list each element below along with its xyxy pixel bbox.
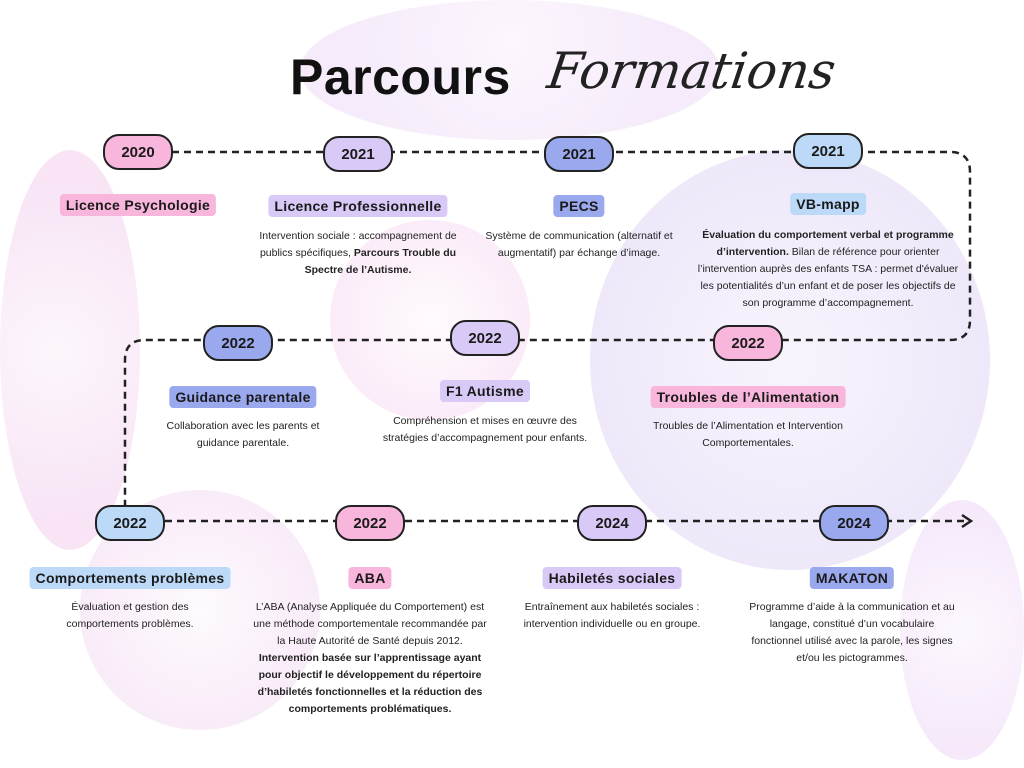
training-description: Évaluation du comportement verbal et pro… (693, 227, 963, 312)
year-badge: 2022 (450, 320, 520, 356)
training-description: Programme d’aide à la communication et a… (745, 599, 960, 667)
description-bold-text: Évaluation du comportement verbal et pro… (702, 229, 954, 258)
year-badge: 2020 (103, 134, 173, 170)
training-title: Comportements problèmes (29, 567, 231, 589)
year-badge: 2022 (335, 505, 405, 541)
training-title: Licence Psychologie (59, 194, 217, 216)
training-description: L’ABA (Analyse Appliquée du Comportement… (253, 599, 488, 718)
training-title: Troubles de l’Alimentation (650, 386, 846, 408)
training-title: PECS (553, 195, 605, 217)
training-description: Compréhension et mises en œuvre des stra… (378, 413, 593, 447)
training-description: Intervention sociale : accompagnement de… (258, 228, 458, 279)
year-badge: 2021 (323, 136, 393, 172)
year-badge: 2024 (577, 505, 647, 541)
year-badge: 2022 (713, 325, 783, 361)
training-title: ABA (348, 567, 392, 589)
year-badge: 2022 (95, 505, 165, 541)
year-badge: 2021 (544, 136, 614, 172)
training-title: Licence Professionnelle (268, 195, 448, 217)
description-text: Programme d’aide à la communication et a… (749, 601, 955, 664)
training-description: Système de communication (alternatif et … (472, 228, 687, 262)
year-badge: 2021 (793, 133, 863, 169)
training-description: Troubles de l’Alimentation et Interventi… (653, 418, 843, 452)
description-text: Entraînement aux habiletés sociales : in… (523, 601, 701, 630)
training-title: Guidance parentale (169, 386, 317, 408)
training-title: F1 Autisme (440, 380, 530, 402)
description-text: Troubles de l’Alimentation et Interventi… (653, 420, 843, 449)
description-text: Évaluation et gestion des comportements … (66, 601, 194, 630)
arrow-head-icon (961, 513, 974, 529)
description-text: Bilan de référence pour orienter l’inter… (697, 246, 959, 309)
training-title: Habiletés sociales (542, 567, 682, 589)
year-badge: 2022 (203, 325, 273, 361)
training-title: VB-mapp (790, 193, 866, 215)
page-title: Parcours (290, 49, 511, 105)
training-title: MAKATON (809, 567, 895, 589)
description-bold-text: Intervention basée sur l’apprentissage a… (257, 652, 483, 715)
training-description: Collaboration avec les parents et guidan… (148, 418, 338, 452)
description-bold-text: Parcours Trouble du Spectre de l’Autisme… (304, 247, 457, 276)
description-text: Compréhension et mises en œuvre des stra… (382, 415, 588, 444)
description-text: Collaboration avec les parents et guidan… (166, 420, 320, 449)
training-description: Évaluation et gestion des comportements … (50, 599, 210, 633)
description-text: Intervention sociale : accompagnement de… (259, 230, 457, 259)
year-badge: 2024 (819, 505, 889, 541)
training-description: Entraînement aux habiletés sociales : in… (507, 599, 717, 633)
description-text: L’ABA (Analyse Appliquée du Comportement… (253, 601, 487, 647)
description-text: Système de communication (alternatif et … (485, 230, 673, 259)
